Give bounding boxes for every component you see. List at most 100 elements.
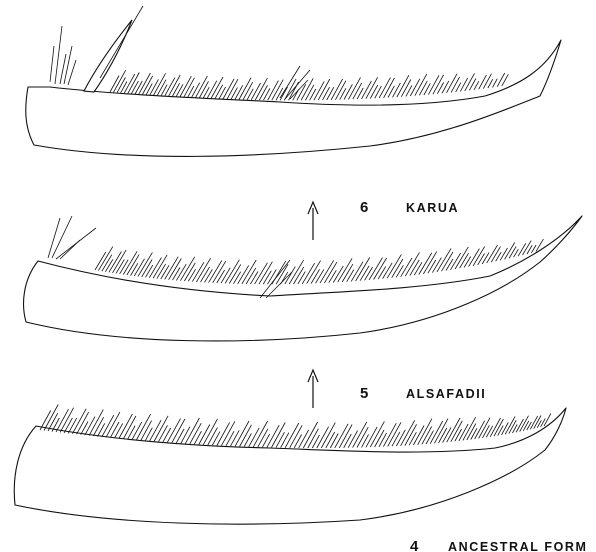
- bristle: [113, 250, 127, 273]
- bristle: [40, 411, 51, 431]
- bristle: [447, 418, 460, 442]
- bristle: [262, 434, 269, 447]
- bristle: [384, 78, 395, 98]
- bristle: [426, 431, 433, 444]
- up-arrow-icon: [308, 370, 318, 408]
- bristle: [158, 425, 167, 442]
- bristle: [456, 83, 461, 92]
- bristle: [196, 258, 210, 282]
- bristle: [493, 79, 498, 88]
- bristle: [190, 423, 201, 444]
- bristle: [531, 245, 536, 253]
- bristle: [509, 246, 516, 258]
- bristle: [115, 423, 123, 438]
- bristle: [396, 430, 405, 446]
- claw-ancestral-outline: [14, 408, 566, 524]
- bristle: [157, 264, 166, 279]
- bristle: [323, 87, 330, 100]
- bristle: [109, 251, 122, 272]
- claw-alsafadii-outline: [24, 216, 582, 341]
- bristle: [64, 418, 72, 433]
- bristle: [327, 87, 334, 100]
- bristle: [326, 432, 335, 448]
- bristle: [502, 423, 509, 435]
- bristle: [401, 80, 410, 97]
- bristle: [93, 417, 103, 436]
- bristle: [172, 83, 179, 96]
- bristle: [422, 426, 432, 444]
- bristle: [215, 85, 223, 99]
- bristle: [360, 266, 369, 281]
- bristle: [150, 79, 159, 95]
- figure-6-number: 6: [360, 199, 368, 216]
- up-arrow-icon: [308, 202, 318, 240]
- bristle: [437, 248, 451, 272]
- bristle: [488, 79, 493, 88]
- bristle: [199, 425, 210, 445]
- bristle: [433, 75, 444, 94]
- bristle: [242, 260, 256, 284]
- claw-ancestral-bristles: [40, 405, 551, 449]
- bristle: [259, 85, 267, 100]
- bristle: [128, 426, 136, 440]
- bristle: [234, 272, 241, 284]
- bristle: [446, 259, 453, 271]
- bristle: [131, 263, 138, 275]
- bristle: [347, 270, 354, 282]
- bristle: [405, 252, 419, 276]
- bristle: [482, 253, 489, 264]
- bristle: [362, 434, 369, 447]
- bristle: [276, 88, 283, 100]
- bristle: [311, 269, 320, 283]
- bristle: [356, 258, 370, 282]
- bristle: [72, 409, 86, 434]
- bristle: [514, 249, 519, 257]
- bristle: [135, 81, 142, 94]
- bristle: [165, 257, 179, 280]
- bristle: [280, 87, 287, 100]
- bristle: [81, 422, 88, 435]
- bristle: [370, 421, 384, 447]
- bristle: [298, 272, 305, 284]
- bristle: [432, 258, 441, 273]
- bristle: [180, 257, 194, 281]
- bristle: [455, 247, 468, 269]
- bristle: [181, 427, 190, 444]
- figure-5-name: ALSAFADII: [406, 387, 486, 401]
- bristle: [410, 260, 419, 276]
- bristle: [467, 423, 476, 440]
- bristle: [316, 269, 324, 283]
- bristle: [428, 260, 436, 273]
- claw-karua: [26, 6, 561, 156]
- bristle: [491, 247, 500, 263]
- bristle: [329, 270, 337, 282]
- bristle: [294, 267, 304, 284]
- bristle: [212, 432, 220, 446]
- bristle: [365, 267, 373, 280]
- bristle: [330, 434, 338, 449]
- bristle: [387, 254, 401, 278]
- bristle: [353, 422, 367, 448]
- claw-ancestral: [14, 405, 566, 525]
- bristle: [483, 425, 490, 438]
- bristle: [379, 433, 387, 447]
- bristle: [153, 255, 167, 278]
- bristle: [428, 75, 439, 94]
- bristle: [176, 264, 186, 280]
- bristle: [249, 428, 260, 447]
- bristle: [344, 84, 352, 99]
- bristle: [98, 247, 112, 271]
- bristle: [121, 82, 127, 93]
- bristle: [308, 429, 319, 448]
- bristle: [217, 270, 225, 283]
- bristle: [146, 265, 153, 277]
- bristle: [263, 271, 271, 285]
- bristle: [375, 430, 384, 447]
- bristle: [312, 435, 319, 448]
- bristle: [536, 239, 544, 252]
- bristle: [201, 267, 210, 282]
- bristle: [299, 430, 309, 448]
- bristle: [338, 258, 352, 282]
- bristle: [497, 73, 505, 87]
- bristle: [285, 267, 296, 285]
